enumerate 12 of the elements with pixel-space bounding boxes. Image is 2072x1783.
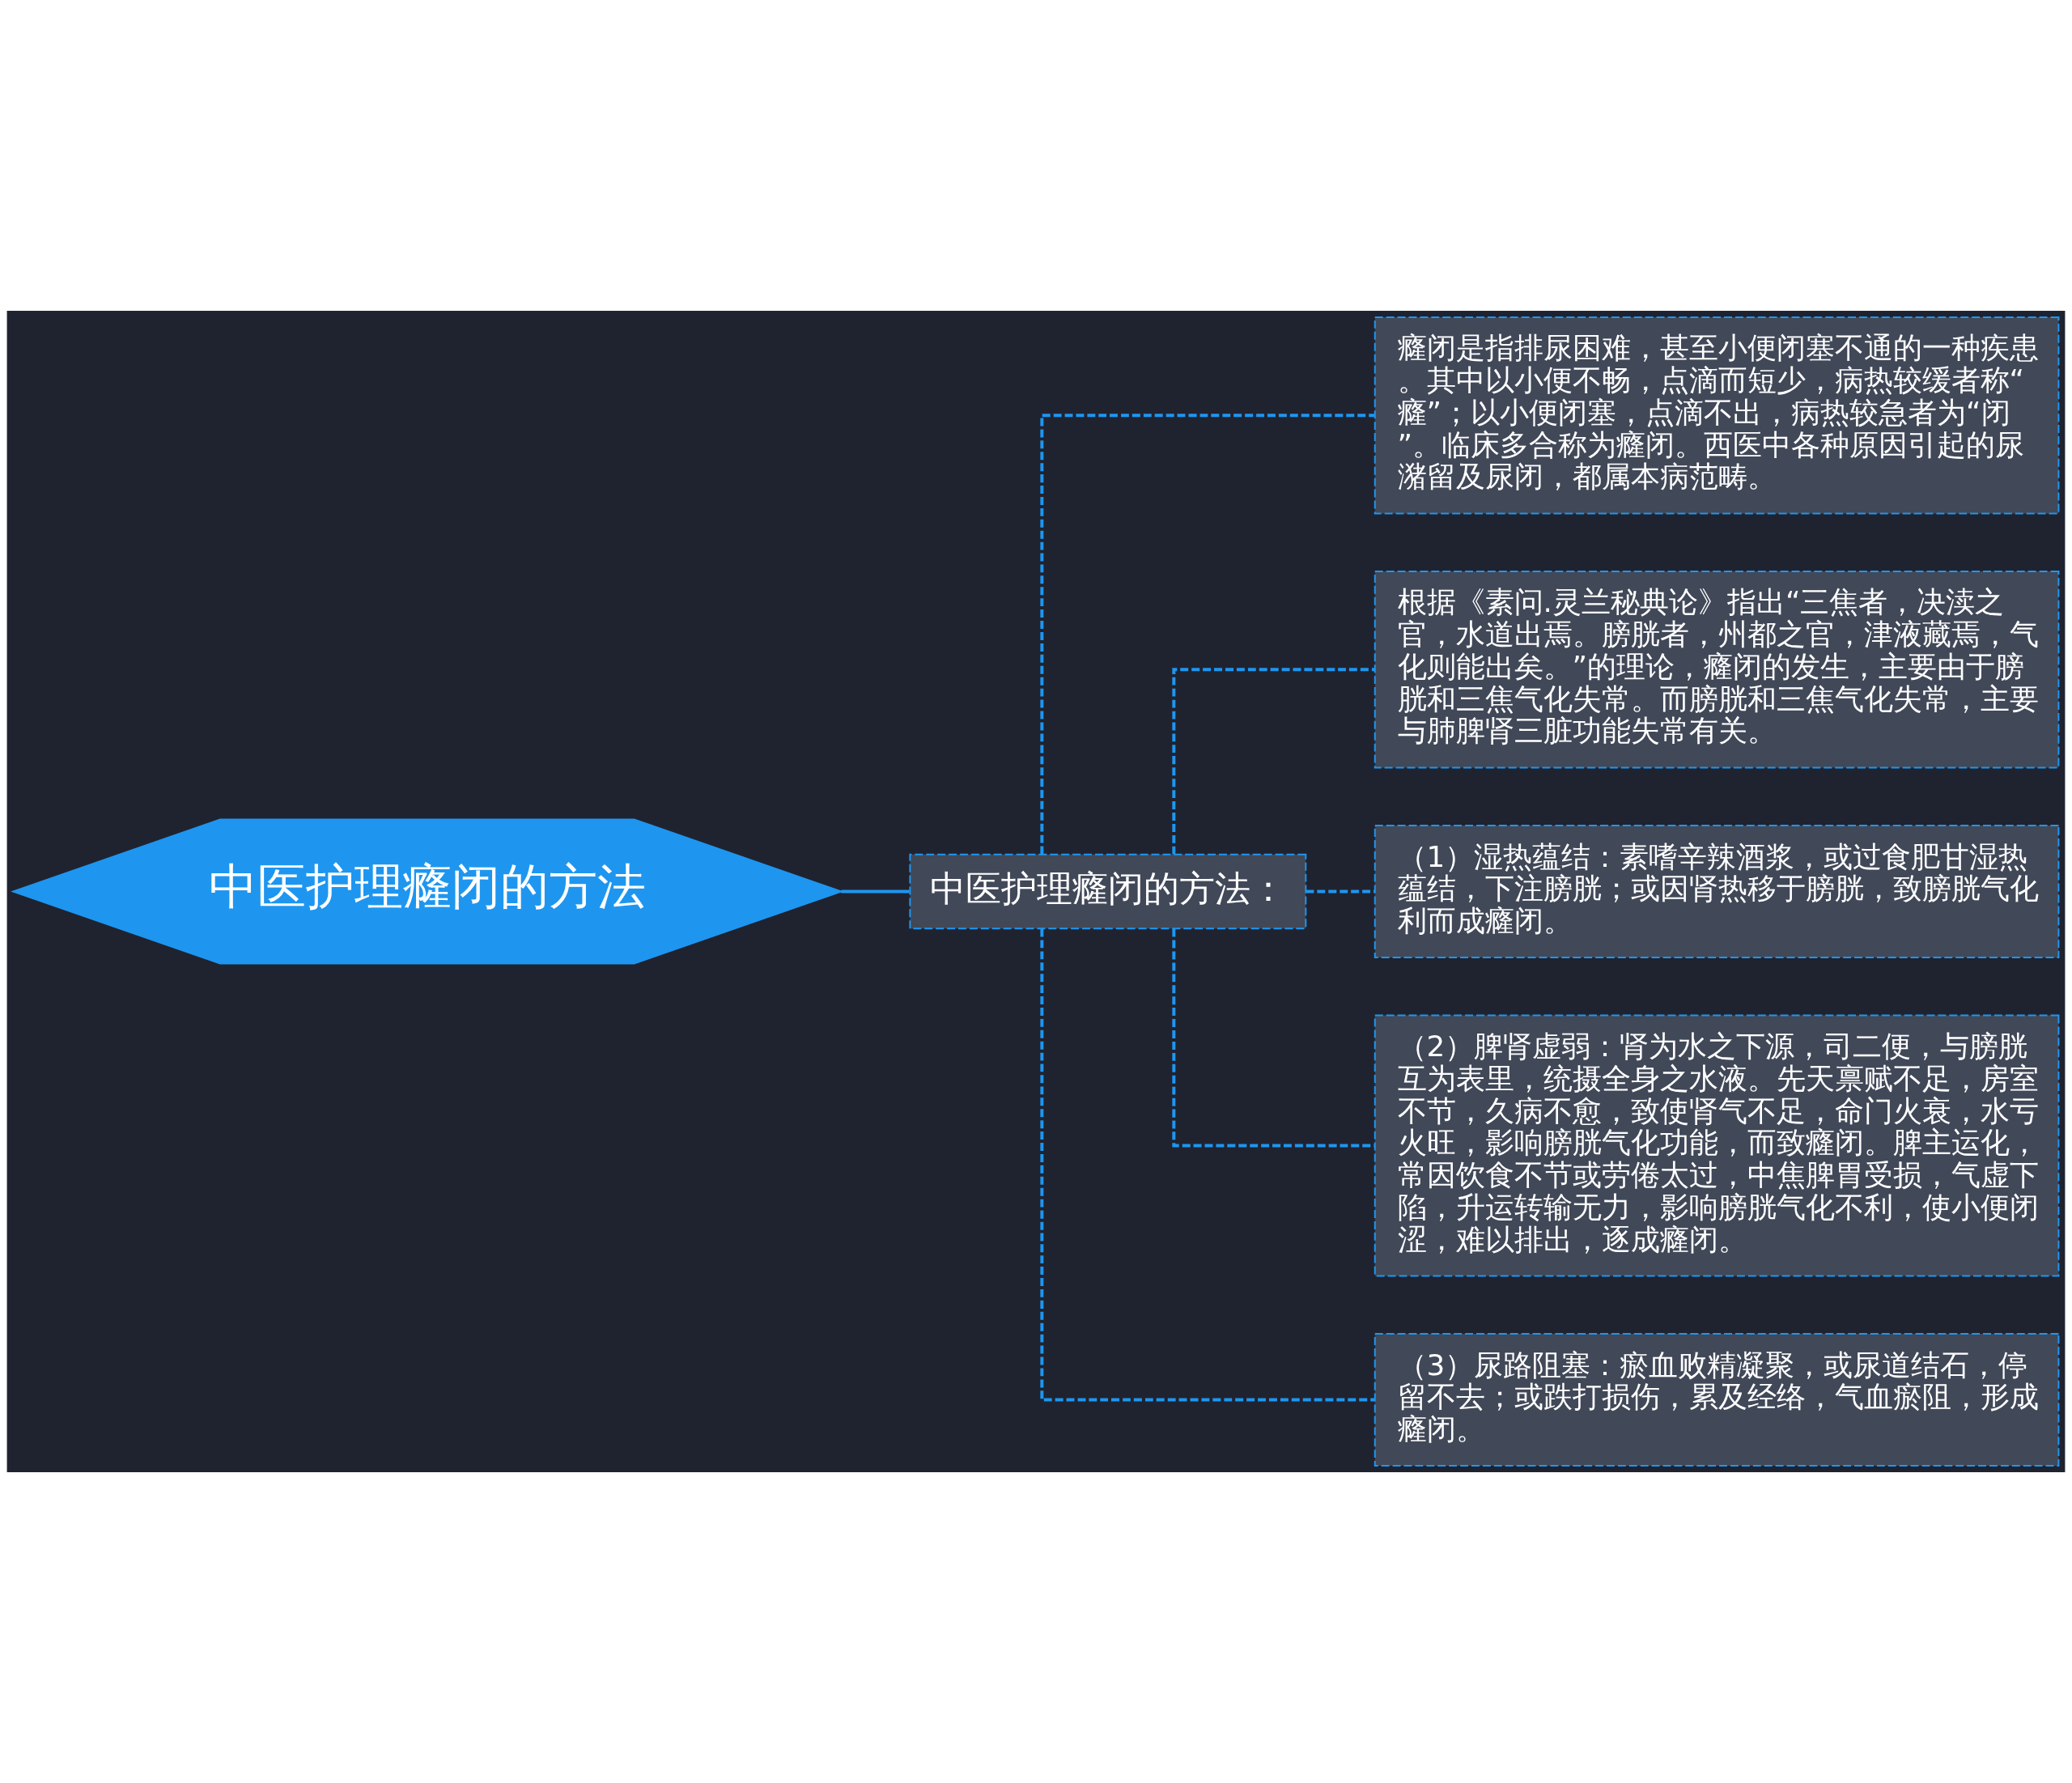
node-box: （2）脾肾虚弱：肾为水之下源，司二便，与膀胱互为表里，统摄全身之水液。先天禀赋不足，房室不节，久病不愈，致使肾气不足，命门火衰，水亏火旺，影响膀胱气化功能，而致癃闭。脾主运化，常因饮食不节或劳倦太过，中焦脾胃受损，气虚下陷，升运转输无力，影响膀胱气化不利，使小便闭涩，难以排出，逐成癃闭。 — [1374, 1014, 2060, 1277]
node-box: 中医护理癃闭的方法： — [909, 853, 1307, 930]
connector — [1040, 414, 1375, 855]
connector — [1306, 889, 1375, 894]
connector — [1040, 928, 1375, 1402]
node-box: （1）湿热蕴结：素嗜辛辣酒浆，或过食肥甘湿热蕴结，下注膀胱；或因肾热移于膀胱，致膀胱气化利而成癃闭。 — [1374, 825, 2060, 958]
node-box: （3）尿路阻塞：瘀血败精凝聚，或尿道结石，停留不去；或跌打损伤，累及经络，气血瘀阻，形成癃闭。 — [1374, 1333, 2060, 1467]
connector — [841, 889, 910, 894]
connector — [1172, 928, 1375, 1148]
node-box: 根据《素问.灵兰秘典论》指出“三焦者，决渎之官，水道出焉。膀胱者，州都之官，津液藏焉，气化则能出矣。”的理论，癃闭的发生，主要由于膀胱和三焦气化失常。而膀胱和三焦气化失常，主要与肺脾肾三脏功能失常有关。 — [1374, 571, 2060, 769]
connector — [1172, 668, 1375, 855]
node-box: 癃闭是指排尿困难，甚至小便闭塞不通的一种疾患。其中以小便不畅，点滴而短少，病热较缓者称“癃”；以小便闭塞，点滴不出，病热较急者为“闭”。临床多合称为癃闭。西医中各种原因引起的尿潴留及尿闭，都属本病范畴。 — [1374, 316, 2060, 515]
